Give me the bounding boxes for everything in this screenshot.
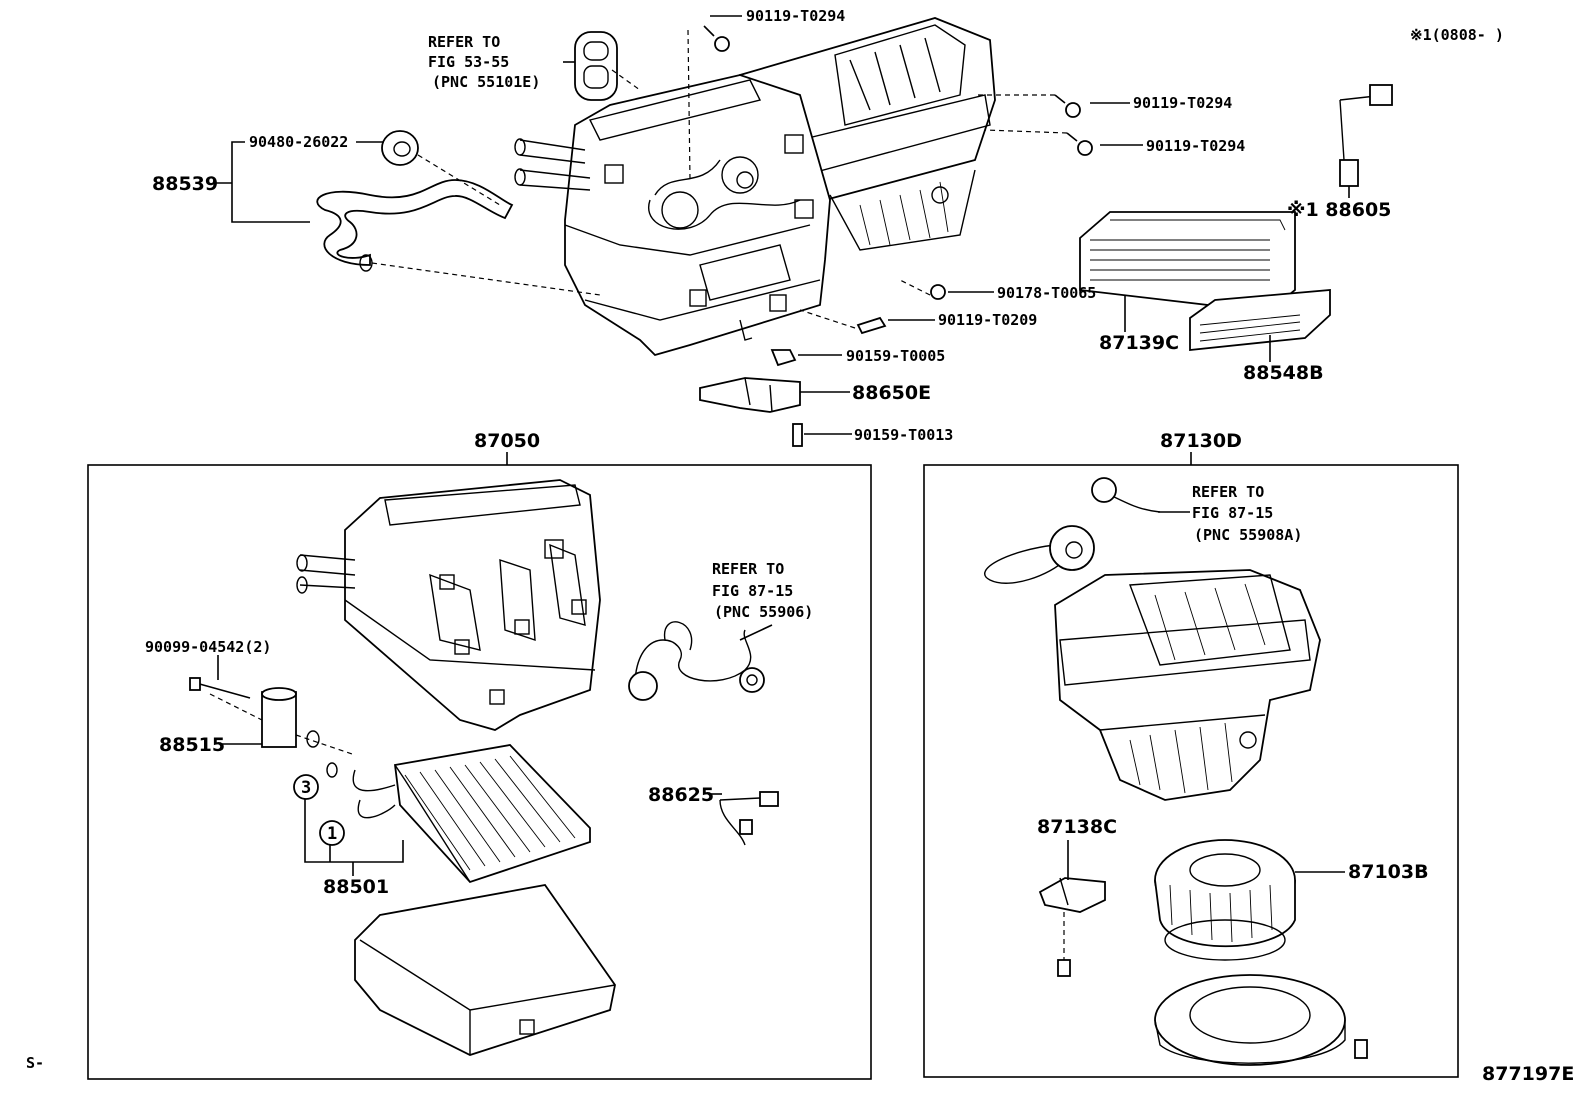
label-90119-t0294-c: 90119-T0294 <box>1146 137 1245 155</box>
ref-left-line3: (PNC 55906) <box>714 603 813 621</box>
label-90119-t0294-b: 90119-T0294 <box>1133 94 1232 112</box>
kit-87050-box <box>87 464 872 1080</box>
label-88515: 88515 <box>159 734 225 756</box>
dashed-leaders-left <box>209 693 356 756</box>
ref-left-line1: REFER TO <box>712 560 784 578</box>
ref-top-line1: REFER TO <box>428 33 500 51</box>
label-87138c: 87138C <box>1037 816 1117 838</box>
solid-leaders <box>216 15 1350 880</box>
callout-circles: 3 1 <box>293 774 345 846</box>
header-note: ※1(0808- ) <box>1410 26 1504 44</box>
ref-right-line3: (PNC 55908A) <box>1194 526 1302 544</box>
label-88625: 88625 <box>648 784 714 806</box>
label-90178-t0065: 90178-T0065 <box>997 284 1096 302</box>
label-90159-t0005: 90159-T0005 <box>846 347 945 365</box>
footer-left-mark: S- <box>26 1054 44 1072</box>
label-87103b: 87103B <box>1348 861 1429 883</box>
ref-top-line2: FIG 53-55 <box>428 53 509 71</box>
ref-right-line1: REFER TO <box>1192 483 1264 501</box>
dashed-leaders-top <box>371 29 1068 329</box>
ref-right-line2: FIG 87-15 <box>1192 504 1273 522</box>
figure-id: 877197E <box>1482 1063 1574 1085</box>
top-small-parts <box>316 25 1393 447</box>
label-90099-04542: 90099-04542(2) <box>145 638 271 656</box>
label-87130d: 87130D <box>1160 430 1242 452</box>
label-88539: 88539 <box>152 173 218 195</box>
label-90480-26022: 90480-26022 <box>249 133 348 151</box>
label-90159-t0013: 90159-T0013 <box>854 426 953 444</box>
kit-87050-drawing <box>189 479 779 1056</box>
labels: 90119-T0294 90119-T0294 90119-T0294 9048… <box>26 7 1574 1085</box>
kit-87130d-drawing <box>984 477 1368 1066</box>
circle-1-label: 1 <box>327 824 337 844</box>
label-88605: ※1 88605 <box>1287 199 1391 221</box>
ref-top-line3: (PNC 55101E) <box>432 73 540 91</box>
label-88501: 88501 <box>323 876 389 898</box>
ref-left-line2: FIG 87-15 <box>712 582 793 600</box>
label-90119-t0209: 90119-T0209 <box>938 311 1037 329</box>
label-88650e: 88650E <box>852 382 931 404</box>
circle-3-label: 3 <box>301 778 311 798</box>
label-90119-t0294-a: 90119-T0294 <box>746 7 845 25</box>
label-87139c: 87139C <box>1099 332 1179 354</box>
label-88548b: 88548B <box>1243 362 1324 384</box>
main-unit-drawing <box>514 17 996 357</box>
label-87050: 87050 <box>474 430 540 452</box>
